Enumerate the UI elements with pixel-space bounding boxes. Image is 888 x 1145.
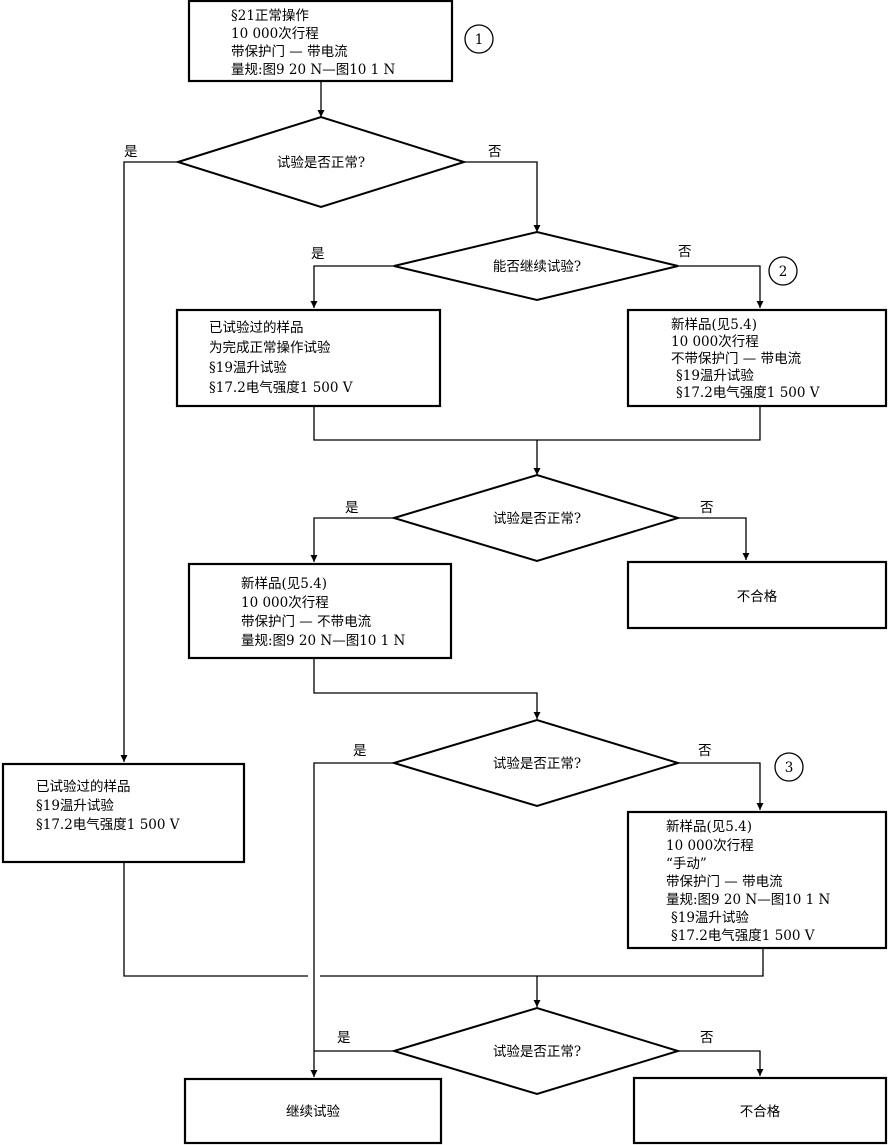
step-line: 量规:图9 20 N—图10 1 N xyxy=(231,62,396,78)
step-line: 已试验过的样品 xyxy=(36,779,131,795)
step-line: 10 000次行程 xyxy=(241,595,329,611)
result-label: 继续试验 xyxy=(286,1104,340,1120)
step-line: §17.2电气强度1 500 V xyxy=(671,928,815,944)
step-line: §17.2电气强度1 500 V xyxy=(209,380,353,396)
marker-1: 1 xyxy=(464,24,494,54)
result-label: 不合格 xyxy=(740,1104,781,1120)
step-line: 新样品(见5.4) xyxy=(671,317,757,333)
connector-merge-2-right xyxy=(320,948,764,977)
yes-label: 是 xyxy=(311,246,325,262)
result-continue-test: 继续试验 xyxy=(183,1077,443,1145)
decision-test-normal-2: 试验是否正常? 是 否 xyxy=(345,473,714,563)
connector-decision1-yes xyxy=(120,161,178,762)
connector-decision2-no xyxy=(678,265,764,308)
step-line: 带保护门 — 带电流 xyxy=(231,44,348,60)
marker-number: 3 xyxy=(785,760,794,776)
step-line: 新样品(见5.4) xyxy=(666,819,752,835)
connector-decision3-no xyxy=(678,517,750,560)
step-line: 带保护门 — 带电流 xyxy=(666,874,783,890)
decision-test-normal-3: 试验是否正常? 是 否 xyxy=(353,718,712,808)
step-line: 10 000次行程 xyxy=(231,26,319,42)
step-tested-sample: 已试验过的样品 §19温升试验 §17.2电气强度1 500 V xyxy=(1,762,246,864)
step-line: 量规:图9 20 N—图10 1 N xyxy=(666,892,831,908)
result-fail-1: 不合格 xyxy=(626,560,888,630)
decision-label: 试验是否正常? xyxy=(277,155,365,171)
step-line: 为完成正常操作试验 xyxy=(209,340,331,356)
connector-box4-decision4 xyxy=(313,658,541,719)
connectors xyxy=(120,81,764,1077)
decision-test-normal-1: 试验是否正常? 是 否 xyxy=(124,115,502,209)
yes-label: 是 xyxy=(124,144,138,160)
step-new-sample-no-door: 新样品(见5.4) 10 000次行程 不带保护门 — 带电流 §19温升试验 … xyxy=(626,308,888,408)
step-line: 带保护门 — 不带电流 xyxy=(241,614,372,630)
step-line: 量规:图9 20 N—图10 1 N xyxy=(241,633,406,649)
step-line: “手动” xyxy=(666,856,707,872)
connector-decision4-yes xyxy=(310,762,394,1077)
decision-label: 能否继续试验? xyxy=(493,259,581,275)
step-line: §19温升试验 xyxy=(36,798,114,814)
step-line: 10 000次行程 xyxy=(666,838,754,854)
result-label: 不合格 xyxy=(737,589,778,605)
connector-merge-1 xyxy=(313,406,761,441)
no-label: 否 xyxy=(488,144,502,160)
connector-decision1-no xyxy=(464,161,541,232)
step-line: §21正常操作 xyxy=(231,8,309,24)
no-label: 否 xyxy=(700,500,714,516)
step-normal-operation: §21正常操作 10 000次行程 带保护门 — 带电流 量规:图9 20 N—… xyxy=(187,0,454,83)
decision-label: 试验是否正常? xyxy=(493,756,581,772)
step-line: §17.2电气强度1 500 V xyxy=(36,817,180,833)
connector-merge-2-left xyxy=(123,862,308,977)
step-line: 已试验过的样品 xyxy=(209,320,304,336)
yes-label: 是 xyxy=(353,743,367,759)
marker-number: 2 xyxy=(779,264,788,280)
decision-can-continue: 能否继续试验? 是 否 xyxy=(311,230,692,302)
decision-label: 试验是否正常? xyxy=(493,1044,581,1060)
step-new-sample-manual: 新样品(见5.4) 10 000次行程 “手动” 带保护门 — 带电流 量规:图… xyxy=(626,810,888,950)
step-line: 不带保护门 — 带电流 xyxy=(671,351,802,367)
step-tested-sample-complete: 已试验过的样品 为完成正常操作试验 §19温升试验 §17.2电气强度1 500… xyxy=(175,308,442,408)
yes-label: 是 xyxy=(345,500,359,516)
no-label: 否 xyxy=(678,244,692,260)
no-label: 否 xyxy=(698,743,712,759)
decision-label: 试验是否正常? xyxy=(493,511,581,527)
yes-label: 是 xyxy=(337,1030,351,1046)
step-new-sample-no-current: 新样品(见5.4) 10 000次行程 带保护门 — 不带电流 量规:图9 20… xyxy=(187,562,453,660)
connector-decision4-no xyxy=(678,762,764,810)
no-label: 否 xyxy=(700,1030,714,1046)
step-line: 新样品(见5.4) xyxy=(241,576,327,592)
marker-2: 2 xyxy=(768,256,798,286)
connector-decision2-yes xyxy=(310,265,394,308)
step-line: §19温升试验 xyxy=(671,910,749,926)
connector-decision5-no xyxy=(678,1050,764,1076)
result-fail-2: 不合格 xyxy=(632,1076,888,1145)
step-line: §19温升试验 xyxy=(676,368,754,384)
step-line: §17.2电气强度1 500 V xyxy=(676,385,820,401)
step-line: §19温升试验 xyxy=(209,360,287,376)
marker-3: 3 xyxy=(774,752,804,782)
decision-test-normal-4: 试验是否正常? 是 否 xyxy=(337,1006,714,1096)
marker-number: 1 xyxy=(475,32,484,48)
step-line: 10 000次行程 xyxy=(671,334,759,350)
connector-decision3-yes xyxy=(310,517,394,562)
